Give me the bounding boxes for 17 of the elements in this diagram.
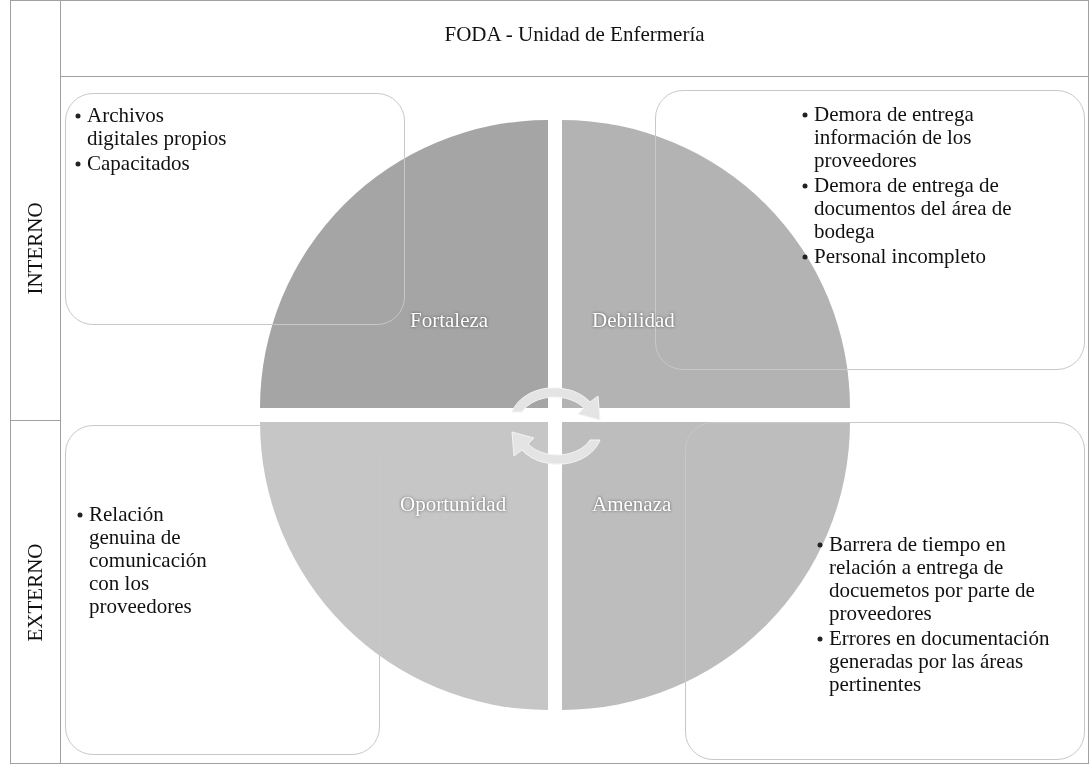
quadrant-label: Oportunidad: [400, 492, 507, 517]
rounded-text-box: [65, 425, 380, 755]
bullet-item: Errores en documentación generadas por las áreas pertinentes: [829, 627, 1051, 696]
row-header: EXTERNO: [22, 543, 48, 641]
bullet-item: Demora de entrega de documentos del área de bodega: [814, 174, 1013, 243]
bullet-item: Personal incompleto: [814, 245, 988, 268]
quadrant-label: Fortaleza: [410, 308, 489, 333]
table-title: FODA - Unidad de Enfermería: [443, 22, 706, 47]
bullet-item: Demora de entrega información de los proveedores: [814, 103, 975, 172]
bullet-item: Relación genuina de comunicación con los proveedores: [89, 503, 208, 618]
row-header: INTERNO: [22, 201, 48, 295]
rounded-text-box: [685, 422, 1085, 760]
bullet-item: Archivos digitales propios: [87, 104, 228, 150]
quadrant-label: Amenaza: [592, 492, 672, 517]
quadrant-label: Debilidad: [592, 308, 675, 333]
bullet-item: Capacitados: [87, 152, 191, 175]
bullet-item: Barrera de tiempo en relación a entrega de docuemetos por parte de proveedores: [829, 533, 1036, 625]
